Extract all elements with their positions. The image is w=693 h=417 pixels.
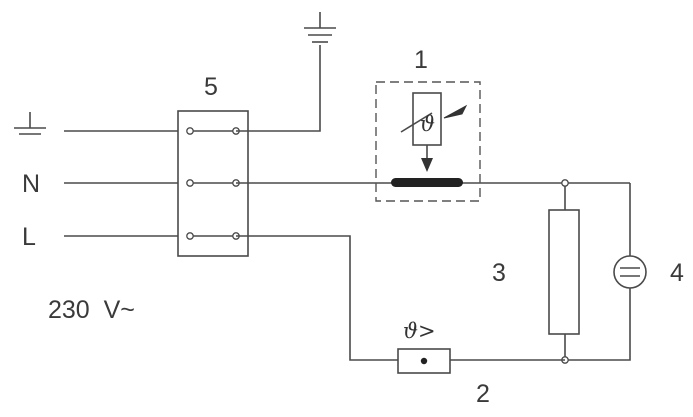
terminal-block-label: 5 [204, 73, 218, 101]
earth-output-wire [236, 45, 321, 132]
thermal-cutout-symbol: ϑ> [403, 319, 436, 343]
sensor-probe [391, 178, 463, 187]
lamp-label: 4 [670, 259, 684, 287]
heating-element [548, 209, 580, 335]
earth-ground-icon [304, 12, 336, 43]
live-label: L [22, 223, 36, 251]
live-output-wire [236, 235, 398, 361]
junction-top [561, 179, 569, 187]
sensor-label: 1 [414, 46, 428, 74]
thermometer-icon [412, 92, 442, 146]
sensor-arrow [421, 158, 433, 172]
lamp-icon [613, 255, 647, 289]
neutral-label: N [22, 170, 40, 198]
sensor-theta-symbol: ϑ [420, 112, 435, 136]
heating-element-label: 3 [492, 259, 506, 287]
thermal-cutout-dot [420, 357, 428, 365]
sensor-enclosure [375, 81, 481, 202]
earth-ground-icon [14, 112, 46, 135]
right-rail-wire [565, 183, 631, 361]
thermal-cutout-label: 2 [476, 380, 490, 408]
needle-pointer [443, 104, 468, 119]
supply-voltage-label: 230 V~ [48, 296, 135, 324]
